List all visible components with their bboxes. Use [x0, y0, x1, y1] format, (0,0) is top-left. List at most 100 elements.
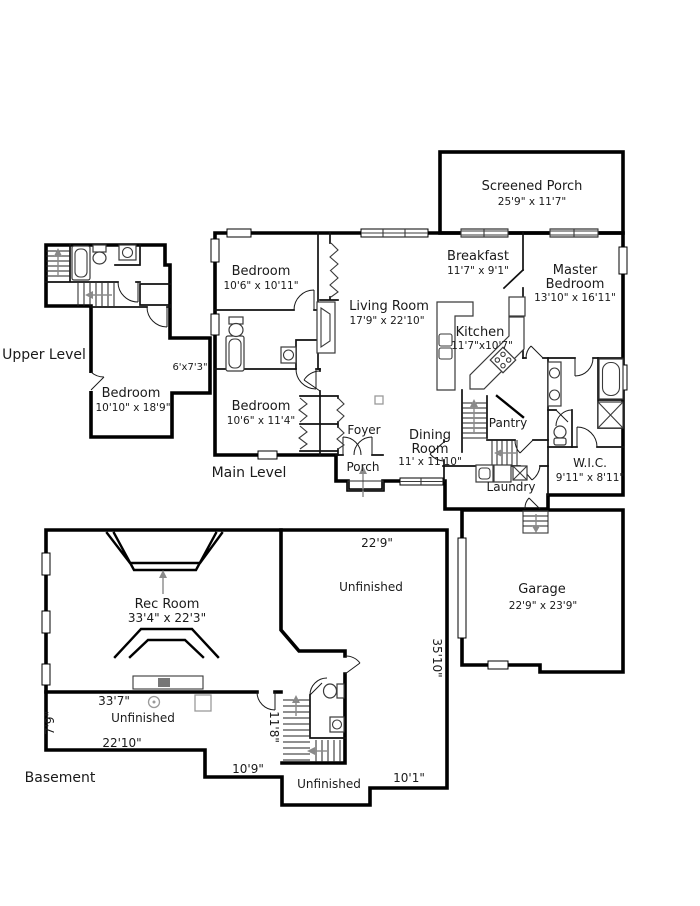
toilet-bowl: [322, 683, 338, 699]
toilet-bowl: [92, 251, 107, 265]
label-master-line2: Bedroom: [546, 277, 605, 292]
label-breakfast-name: Breakfast: [447, 249, 509, 264]
window: [41, 552, 51, 576]
sink: [118, 244, 137, 261]
toilet-tank: [553, 437, 567, 446]
bath-hall-fixtures-main: [225, 316, 297, 372]
rec-room-bay-bottom: [113, 627, 220, 659]
label-master-line1: Master: [553, 263, 598, 278]
label-main-level: Main Level: [212, 465, 287, 481]
label-unfinished-left: Unfinished: [111, 711, 175, 725]
windows: [41, 228, 628, 686]
label-dining-dims: 11' x 11'10": [398, 456, 462, 468]
label-garage-name: Garage: [518, 582, 566, 597]
bifold-closet-bedroom-back: [298, 397, 308, 450]
toilet-bowl: [228, 322, 244, 338]
master-bath-fixtures: [547, 358, 624, 446]
stairs-main-level: [461, 389, 518, 466]
label-garage-dims: 22'9" x 23'9": [509, 600, 577, 612]
refrigerator: [508, 296, 526, 317]
garage-outline: [460, 508, 625, 674]
label-laundry: Laundry: [487, 480, 536, 494]
dim-33-7: 33'7": [98, 694, 130, 708]
speaker-dot: [152, 700, 156, 704]
stove: [489, 346, 517, 374]
bifold-closet-living: [329, 242, 339, 298]
media-console: [132, 675, 204, 690]
window-triple: [360, 228, 429, 238]
washer: [475, 464, 494, 483]
basement-bath-fixtures: [322, 683, 345, 733]
kitchen-fixtures: [436, 296, 526, 391]
window: [210, 238, 220, 263]
rec-room-bay-top: [105, 531, 224, 572]
label-screened-porch-name: Screened Porch: [482, 179, 583, 194]
labels: Screened Porch 25'9" x 11'7" Breakfast 1…: [2, 179, 624, 791]
sink: [548, 367, 561, 379]
porch-step: [347, 480, 384, 491]
toilet-bowl: [553, 425, 567, 439]
window: [41, 663, 51, 686]
upper-bath-fixtures: [71, 244, 137, 281]
garage-service-door: [487, 660, 509, 670]
dim-22-9: 22'9": [361, 536, 393, 550]
dim-7-9: 7'9": [43, 711, 57, 735]
stairs-basement: [283, 694, 346, 762]
label-screened-porch-dims: 25'9" x 11'7": [498, 196, 566, 208]
upper-level-outline: [44, 243, 212, 439]
label-bedroom-back-dims: 10'6" x 11'4": [227, 415, 295, 427]
basement-outline: [44, 528, 449, 807]
rec-room-features: [105, 531, 224, 712]
breakfast-kitchen-angled-door: [502, 268, 525, 290]
entry-arrows: [347, 466, 384, 497]
label-living-room-dims: 17'9" x 22'10": [349, 315, 424, 327]
kitchen-counter: [436, 301, 474, 391]
bathtub: [71, 245, 91, 281]
label-dining-line1: Dining: [409, 428, 451, 443]
label-bedroom-front-dims: 10'6" x 10'11": [223, 280, 298, 292]
garage-door: [457, 537, 467, 639]
dim-10-9: 10'9": [232, 762, 264, 776]
label-wic-dims: 9'11" x 8'11": [556, 472, 624, 484]
label-dining-line2: Room: [411, 442, 448, 457]
dim-22-10: 22'10": [102, 736, 141, 750]
window: [257, 450, 278, 460]
dim-10-1: 10'1": [393, 771, 425, 785]
label-upper-bedroom-name: Bedroom: [102, 386, 161, 401]
dim-11-8: 11'8": [267, 711, 281, 743]
label-kitchen-name: Kitchen: [456, 325, 505, 340]
label-upper-closet-dims: 6'x7'3": [172, 362, 207, 373]
label-bedroom-back-name: Bedroom: [232, 399, 291, 414]
sink: [548, 389, 561, 401]
label-pantry: Pantry: [489, 416, 527, 430]
label-master-dims: 13'10" x 16'11": [534, 292, 616, 304]
laundry-fixtures: [475, 464, 528, 483]
label-kitchen-dims: 11'7"x10'7": [451, 340, 513, 352]
label-unfinished-upper-right: Unfinished: [339, 580, 403, 594]
doors: [90, 281, 598, 711]
fireplace: [316, 301, 336, 354]
label-upper-bedroom-dims: 10'10" x 18'9": [95, 402, 170, 414]
window: [41, 610, 51, 634]
dim-35-10: 35'10": [430, 638, 444, 677]
label-foyer: Foyer: [347, 423, 380, 437]
label-rec-room-dims: 33'4" x 22'3": [128, 611, 206, 625]
speaker-icon: [147, 695, 161, 709]
label-unfinished-bottom: Unfinished: [297, 777, 361, 791]
label-porch: Porch: [346, 460, 379, 474]
label-wic-name: W.I.C.: [573, 456, 607, 470]
stairs-upper-level: [46, 248, 115, 306]
basement-partition-walls: [44, 528, 347, 765]
window: [226, 228, 252, 238]
kitchen-sink-basin: [438, 333, 453, 347]
toilet-tank: [92, 244, 107, 253]
label-rec-room-name: Rec Room: [135, 597, 200, 612]
dryer: [493, 464, 512, 483]
stairs-garage-entry: [522, 510, 549, 534]
label-breakfast-dims: 11'7" x 9'1": [447, 265, 509, 277]
window: [210, 313, 220, 336]
label-upper-level: Upper Level: [2, 347, 86, 363]
toilet-tank: [336, 683, 345, 699]
